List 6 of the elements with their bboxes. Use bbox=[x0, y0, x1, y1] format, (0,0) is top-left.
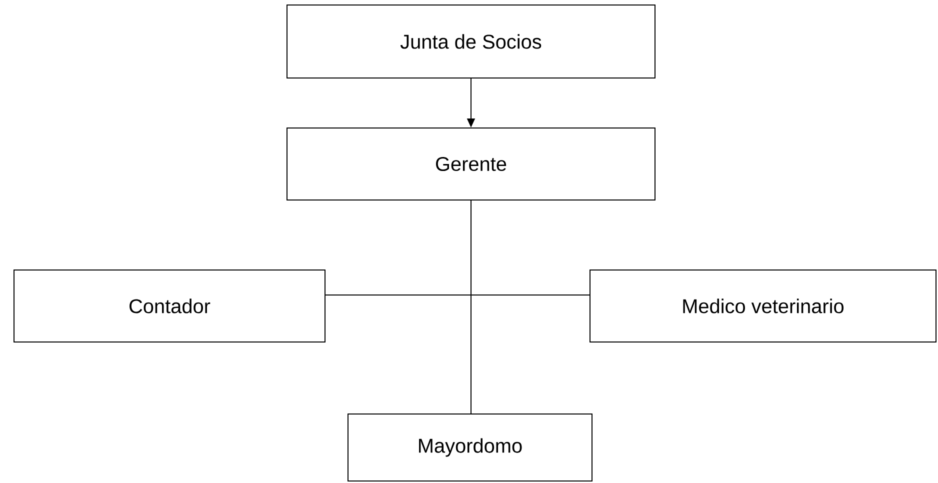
org-box: Contador bbox=[14, 269, 326, 342]
connector-line bbox=[470, 200, 472, 414]
org-box: Medico veterinario bbox=[590, 269, 936, 342]
org-box: Junta de Socios bbox=[286, 4, 656, 78]
org-box: Gerente bbox=[286, 127, 656, 200]
org-box: Mayordomo bbox=[348, 413, 592, 482]
